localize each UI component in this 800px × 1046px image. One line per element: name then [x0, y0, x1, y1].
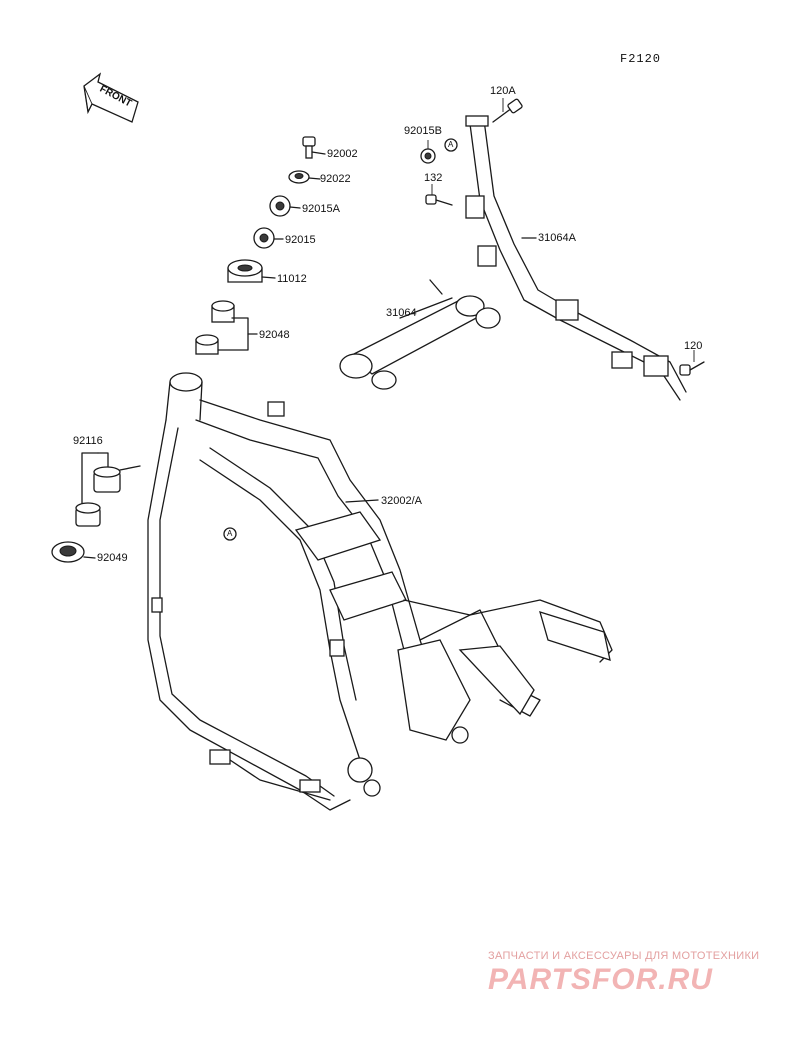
bearing-92048-icon: [195, 300, 258, 355]
label-31064A: 31064A: [538, 232, 576, 244]
label-92022: 92022: [320, 173, 351, 185]
label-32002A: 32002/A: [381, 495, 422, 507]
nut-92015B-icon: [420, 140, 436, 164]
watermark-brand-logo: PARTSFOR.RU: [488, 963, 713, 996]
callout-a-top: A: [448, 140, 454, 149]
callout-circle-top: [444, 138, 458, 152]
nut-92015A-icon: [269, 195, 301, 217]
label-132: 132: [424, 172, 443, 184]
callout-a-frame: A: [227, 529, 233, 538]
label-120A: 120A: [490, 85, 516, 97]
label-92049: 92049: [97, 552, 128, 564]
seal-92049-icon: [51, 541, 96, 563]
front-arrow-icon: [83, 72, 139, 123]
crossmember-31064-icon: [339, 279, 501, 390]
watermark-tagline: ЗАПЧАСТИ И АКСЕССУАРЫ ДЛЯ МОТОТЕХНИКИ: [488, 950, 760, 962]
label-92002: 92002: [327, 148, 358, 160]
label-92015B: 92015B: [404, 125, 442, 137]
bolt-132-icon: [425, 184, 453, 206]
bushing-11012-icon: [227, 259, 276, 283]
frame-32002-icon: [147, 372, 613, 811]
downtube-31064A-icon: [465, 115, 687, 401]
bolt-120-icon: [679, 350, 705, 376]
label-92048: 92048: [259, 329, 290, 341]
label-92015A: 92015A: [302, 203, 340, 215]
bolt-92002-icon: [302, 136, 326, 159]
figure-code: F2120: [620, 52, 662, 66]
label-92015: 92015: [285, 234, 316, 246]
washer-92022-icon: [288, 170, 321, 184]
label-92116: 92116: [73, 435, 103, 447]
bearing-92116-icon: [75, 452, 141, 527]
label-120: 120: [684, 340, 703, 352]
label-31064: 31064: [386, 307, 417, 319]
nut-92015-icon: [253, 227, 284, 249]
bolt-120A-icon: [492, 98, 523, 123]
label-11012: 11012: [277, 273, 307, 285]
